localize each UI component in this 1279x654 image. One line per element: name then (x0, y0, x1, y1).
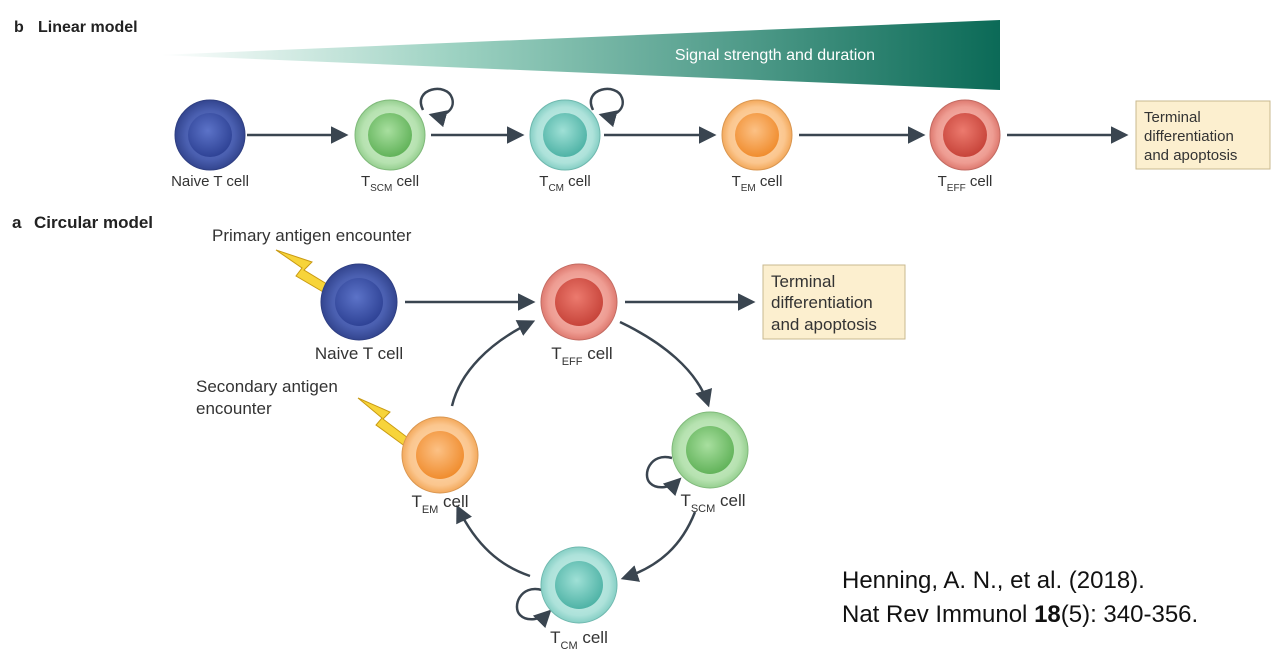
citation-volume: 18 (1034, 601, 1061, 628)
citation-line-1: Henning, A. N., et al. (2018). (842, 567, 1145, 594)
linear-cell-tcm (529, 99, 601, 171)
circular-label-teff: TEFF cell (551, 344, 612, 368)
circular-cell-naive (320, 263, 398, 341)
circular-arrows (405, 293, 756, 629)
circular-terminal-line-2: differentiation (771, 293, 873, 312)
linear-terminal-line-1: Terminal (1144, 109, 1201, 126)
citation: Henning, A. N., et al. (2018). Nat Rev I… (842, 564, 1198, 632)
circular-cell-tscm (671, 411, 749, 489)
self-renew-loop-tcm-circ (515, 587, 552, 629)
linear-terminal-line-2: differentiation (1144, 128, 1234, 145)
linear-terminal-line-3: and apoptosis (1144, 147, 1237, 164)
circular-label-naive: Naive T cell (315, 344, 403, 363)
self-renew-loop-tcm (589, 87, 624, 128)
secondary-antigen-label-line-2: encounter (196, 399, 272, 418)
signal-gradient-wedge (158, 20, 1000, 90)
citation-line-2: Nat Rev Immunol 18(5): 340-356. (842, 598, 1198, 632)
circular-label-tcm: TCM cell (550, 628, 608, 652)
secondary-antigen-label-line-1: Secondary antigen (196, 377, 338, 396)
panel-a-letter: a (12, 213, 22, 232)
panel-b-title: Linear model (38, 19, 138, 36)
signal-gradient-label: Signal strength and duration (675, 47, 875, 64)
arrow-tscm-to-tcm (620, 511, 697, 582)
citation-pages: (5): 340-356. (1060, 601, 1199, 628)
linear-cell-teff (929, 99, 1001, 171)
primary-antigen-label: Primary antigen encounter (212, 226, 412, 245)
citation-journal: Nat Rev Immunol (842, 601, 1035, 628)
linear-label-tem: TEM cell (732, 173, 783, 194)
panel-b-letter: b (14, 19, 24, 36)
panel-a-title: Circular model (34, 213, 153, 232)
arrow-teff-to-tscm (619, 320, 713, 408)
linear-cell-tscm (354, 99, 426, 171)
linear-cell-tem (721, 99, 793, 171)
linear-label-naive: Naive T cell (171, 173, 249, 190)
circular-terminal-line-1: Terminal (771, 272, 835, 291)
circular-label-tscm: TSCM cell (680, 491, 745, 515)
circular-terminal-box: Terminal differentiation and apoptosis (762, 264, 906, 340)
linear-terminal-box: Terminal differentiation and apoptosis (1135, 100, 1271, 170)
self-renew-loop-tscm-circ (645, 455, 682, 497)
linear-label-tscm: TSCM cell (361, 173, 419, 194)
arrow-tem-to-teff (450, 320, 536, 407)
circular-cell-tcm (540, 546, 618, 624)
circular-terminal-line-3: and apoptosis (771, 315, 877, 334)
circular-cell-teff (540, 263, 618, 341)
circular-label-tem: TEM cell (411, 492, 468, 516)
circular-cell-tem (401, 416, 479, 494)
linear-arrows (247, 87, 1129, 144)
linear-label-teff: TEFF cell (938, 173, 993, 194)
arrow-tcm-to-tem (456, 504, 531, 578)
linear-cell-naive (174, 99, 246, 171)
self-renew-loop-tscm (419, 87, 454, 128)
linear-label-tcm: TCM cell (539, 173, 590, 194)
